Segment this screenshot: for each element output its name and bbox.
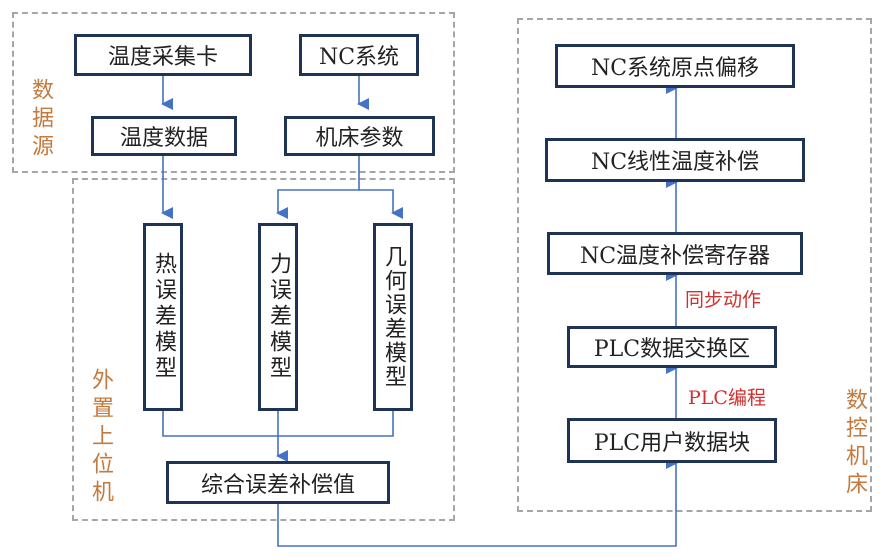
node-thermal-error-model: 热误差模型 (143, 223, 183, 411)
group-label-cnc-machine: 数控机床 (842, 388, 867, 500)
node-combined-compensation: 综合误差补偿值 (166, 461, 390, 504)
edge-params-split (276, 156, 360, 219)
node-temp-acquisition-card: 温度采集卡 (74, 34, 252, 76)
edge-label-sync-action: 同步动作 (685, 289, 762, 311)
edge-combined-plc (277, 457, 678, 547)
group-data-source (12, 12, 455, 173)
node-nc-system: NC系统 (299, 34, 419, 76)
edge-params-geometric (359, 189, 403, 219)
group-label-data-source: 数据源 (28, 78, 53, 162)
node-geometric-error-model: 几何误差模型 (373, 223, 413, 411)
node-plc-user-data-block: PLC用户数据块 (567, 418, 777, 463)
node-nc-origin-offset: NC系统原点偏移 (555, 44, 795, 88)
node-machine-params: 机床参数 (284, 116, 435, 156)
group-label-host-pc: 外置上位机 (88, 368, 113, 508)
node-force-error-model: 力误差模型 (258, 223, 298, 411)
group-host-pc (72, 178, 455, 521)
node-nc-temp-comp-register: NC温度补偿寄存器 (547, 232, 803, 275)
node-temperature-data: 温度数据 (91, 116, 237, 156)
group-cnc-machine (517, 18, 872, 512)
node-plc-data-exchange: PLC数据交换区 (567, 326, 777, 368)
edge-label-plc-programming: PLC编程 (688, 387, 766, 409)
node-nc-linear-temp-comp: NC线性温度补偿 (545, 138, 805, 182)
